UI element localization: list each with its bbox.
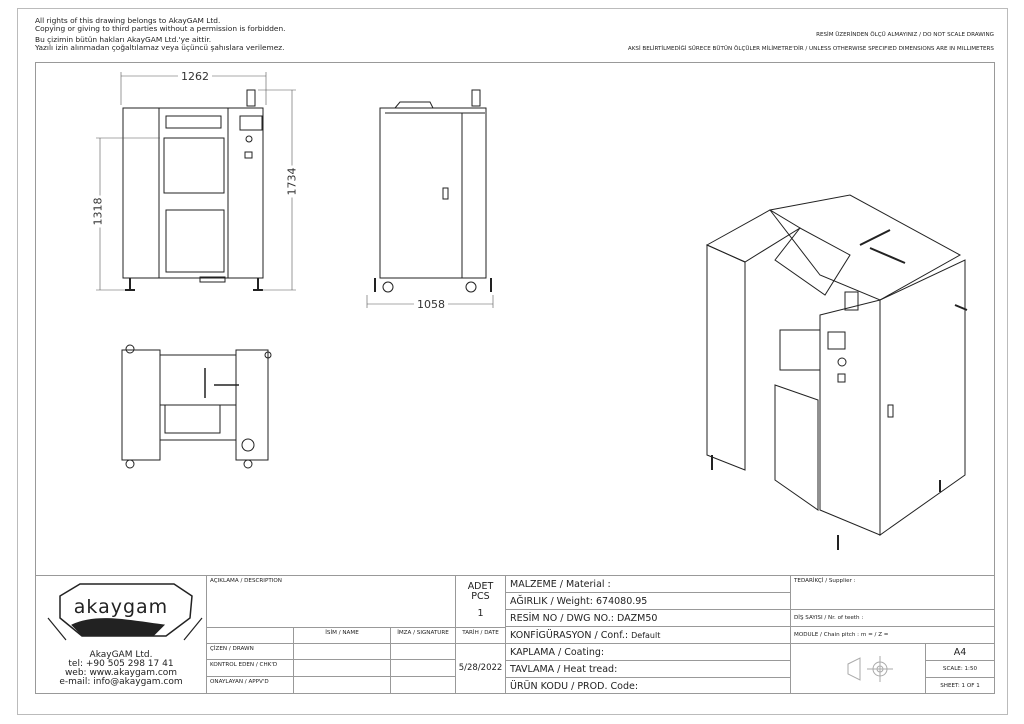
scale-field: SCALE: 1:50	[925, 660, 995, 678]
date-value: 5/28/2022	[455, 643, 506, 694]
notice-en-1: All rights of this drawing belongs to Ak…	[35, 16, 221, 25]
qty-cell: ADET PCS 1	[455, 575, 506, 628]
qty-label: ADET	[467, 581, 494, 592]
company-tel: tel: +90 505 298 17 41	[68, 659, 174, 669]
supplier-field: TEDARİKÇİ / Supplier :	[790, 575, 995, 610]
qty-value: 1	[477, 608, 484, 619]
coating-field: KAPLAMA / Coating:	[505, 643, 791, 661]
copyright-notice: All rights of this drawing belongs to Ak…	[35, 17, 285, 52]
date-header: TARİH / DATE	[455, 627, 506, 644]
material-field: MALZEME / Material :	[505, 575, 791, 593]
checked-signature	[390, 659, 456, 677]
units-note: AKSİ BELİRTİLMEDİĞİ SÜRECE BÜTÜN ÖLÇÜLER…	[627, 46, 994, 52]
sheet-field: SHEET: 1 OF 1	[925, 677, 995, 694]
no-scale-note: RESİM ÜZERİNDEN ÖLÇÜ ALMAYINIZ / DO NOT …	[816, 32, 994, 38]
side-view	[374, 89, 492, 293]
name-header: İSİM / NAME	[293, 627, 391, 644]
notice-tr-2: Yazılı izin alınmadan çoğaltılamaz veya …	[35, 43, 285, 52]
conf-label: KONFİGÜRASYON / Conf.:	[510, 630, 629, 641]
drawing-border	[17, 8, 1008, 715]
dim-body-height: 1318	[91, 195, 105, 228]
module-field: MODULE / Chain pitch : m = / Z =	[790, 626, 995, 644]
dwg-no-field: RESİM NO / DWG NO.: DAZM50	[505, 609, 791, 627]
approved-label: ONAYLAYAN / APPV'D	[206, 676, 294, 694]
approved-name	[293, 676, 391, 694]
weight-field: AĞIRLIK / Weight: 674080.95	[505, 592, 791, 610]
signature-header: İMZA / SIGNATURE	[390, 627, 456, 644]
conf-value: Default	[631, 631, 661, 640]
teeth-field: DİŞ SAYISI / Nr. of teeth :	[790, 609, 995, 627]
logo-text: akaygam	[73, 596, 169, 618]
product-code-field: ÜRÜN KODU / PROD. Code:	[505, 677, 791, 694]
company-web[interactable]: web: www.akaygam.com	[64, 668, 178, 678]
notice-tr-1: Bu çizimin bütün hakları AkayGAM Ltd.'ye…	[35, 35, 212, 44]
drawn-signature	[390, 643, 456, 660]
dim-depth: 1058	[414, 298, 448, 311]
projection-cell	[790, 643, 926, 694]
notice-en-2: Copying or giving to third parties witho…	[35, 24, 286, 33]
description-cell: AÇIKLAMA / DESCRIPTION	[206, 575, 456, 628]
checked-label: KONTROL EDEN / CHK'D	[206, 659, 294, 677]
company-name: AkayGAM Ltd.	[89, 650, 153, 660]
heat-treatment-field: TAVLAMA / Heat tread:	[505, 660, 791, 678]
drawn-name	[293, 643, 391, 660]
dim-total-height: 1734	[285, 165, 299, 198]
dim-width: 1262	[178, 70, 212, 83]
logo-cell: akaygam AkayGAM Ltd. tel: +90 505 298 17…	[35, 575, 207, 694]
configuration-field: KONFİGÜRASYON / Conf.: Default	[505, 626, 791, 644]
pcs-label: PCS	[471, 591, 490, 602]
projection-symbol-icon	[847, 656, 893, 682]
paper-size: A4	[925, 643, 995, 661]
header-blank	[206, 627, 294, 644]
company-logo	[47, 583, 203, 641]
drawing-frame	[35, 62, 995, 575]
drawn-label: ÇİZEN / DRAWN	[206, 643, 294, 660]
isometric-view	[705, 194, 968, 550]
top-view	[121, 344, 272, 469]
company-email[interactable]: e-mail: info@akaygam.com	[59, 677, 183, 687]
checked-name	[293, 659, 391, 677]
approved-signature	[390, 676, 456, 694]
